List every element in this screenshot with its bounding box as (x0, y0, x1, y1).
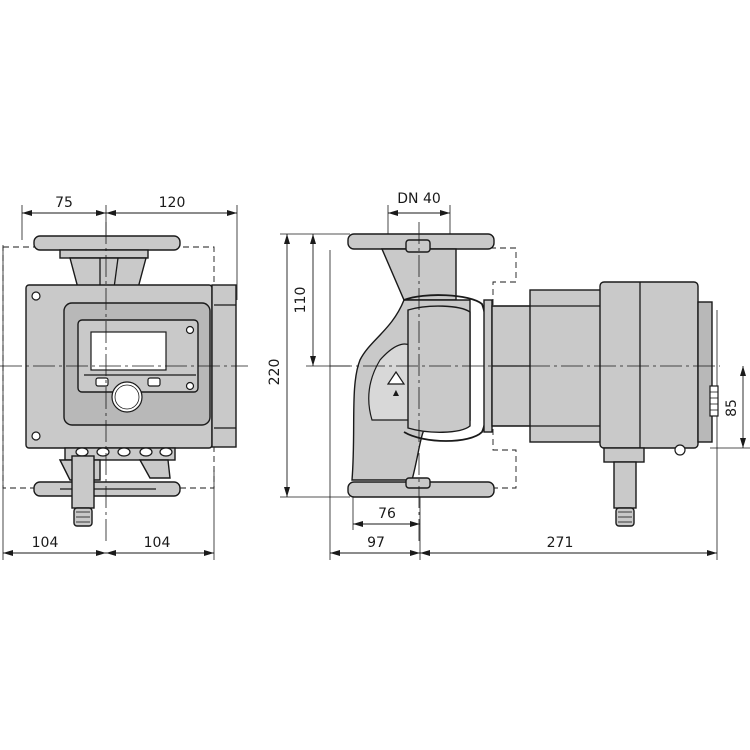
dimension-front-top: 75 120 (22, 195, 237, 216)
dim-label-120: 120 (159, 195, 186, 211)
dim-label-75: 75 (55, 195, 73, 211)
dimension-85: 85 (724, 366, 746, 448)
dim-label-85: 85 (724, 399, 740, 417)
dim-label-104-left: 104 (32, 535, 59, 551)
dim-label-104-right: 104 (144, 535, 171, 551)
dim-label-97: 97 (367, 535, 385, 551)
dimension-side-bottom: 97 271 (330, 535, 717, 556)
dimension-76: 76 (353, 506, 420, 527)
dimension-110: 110 (293, 234, 316, 366)
dim-label-dn40: DN 40 (397, 191, 441, 207)
side-view: DN 40 220 110 ▲ (267, 191, 750, 560)
dim-label-271: 271 (547, 535, 574, 551)
dim-label-76: 76 (378, 506, 396, 522)
dimension-220: 220 (267, 234, 290, 497)
front-view: 75 120 (0, 195, 248, 560)
dim-label-220: 220 (267, 359, 283, 386)
dim-label-110: 110 (293, 287, 309, 314)
dimension-dn40: DN 40 (388, 191, 450, 216)
dimension-front-bottom: 104 104 (3, 535, 214, 556)
svg-text:▲: ▲ (393, 388, 400, 397)
